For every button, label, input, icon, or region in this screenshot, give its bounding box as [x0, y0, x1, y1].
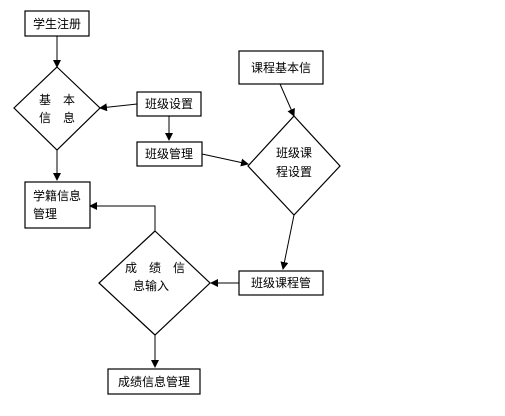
edge-course-info-to-course-setup	[279, 83, 295, 117]
node-class-manage-label: 班级管理	[145, 146, 193, 161]
node-course-basic-info: 课程基本信	[238, 50, 324, 85]
node-class-setup: 班级设置	[136, 91, 202, 117]
node-student-record-manage-line2: 管理	[33, 206, 57, 221]
node-class-course-setup: 班级课 程设置	[247, 115, 341, 216]
node-student-register: 学生注册	[24, 10, 90, 37]
node-grade-input-line2: 息输入	[133, 278, 169, 293]
node-student-register-label: 学生注册	[33, 16, 81, 31]
node-student-record-manage-line1: 学籍信息	[33, 188, 81, 203]
node-basic-info-line1: 基 本	[39, 93, 75, 107]
node-class-course-manage-label: 班级课程管	[251, 275, 311, 290]
node-grade-info-manage: 成绩信息管理	[107, 368, 201, 395]
edge-class-manage-to-course-setup	[201, 153, 249, 167]
node-class-course-manage: 班级课程管	[238, 270, 324, 296]
node-class-course-setup-line1: 班级课	[276, 146, 312, 160]
node-class-setup-label: 班级设置	[145, 97, 193, 111]
node-grade-input-line1: 成 绩 信	[125, 261, 185, 275]
node-class-manage: 班级管理	[136, 141, 203, 167]
node-course-basic-info-label: 课程基本信	[251, 60, 311, 75]
edge-class-setup-to-basic-info	[99, 103, 138, 112]
node-grade-info-manage-label: 成绩信息管理	[118, 374, 190, 389]
node-class-course-setup-line2: 程设置	[276, 164, 312, 179]
edges	[53, 36, 295, 368]
node-basic-info-line2: 信 息	[39, 110, 75, 125]
node-student-record-manage: 学籍信息 管理	[24, 181, 91, 229]
edge-course-setup-to-class-course-manage	[280, 214, 295, 270]
node-grade-input: 成 绩 信 息输入	[98, 230, 211, 336]
edge-record-grade-bidirectional	[89, 202, 159, 238]
node-basic-info: 基 本 信 息	[13, 66, 101, 151]
